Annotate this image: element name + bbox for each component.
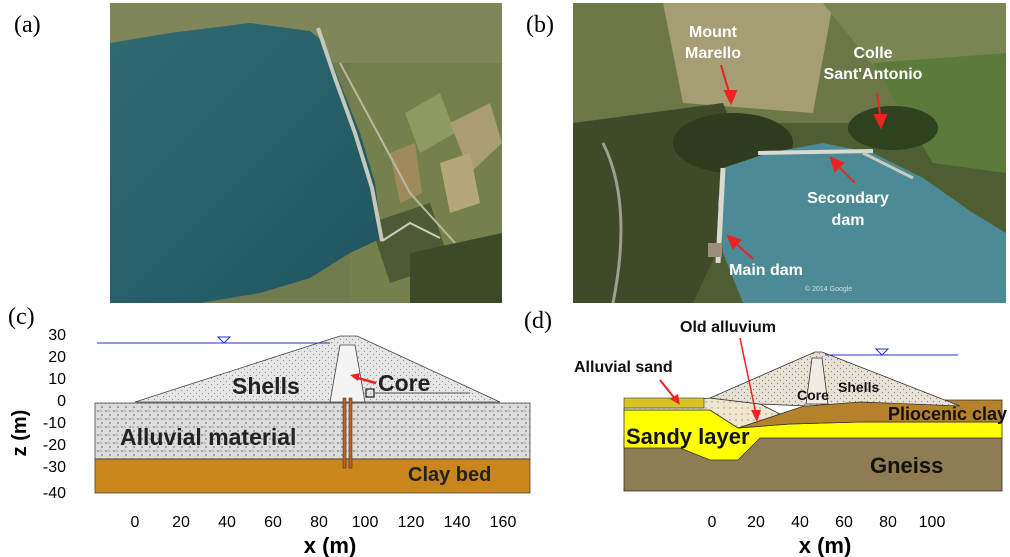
c-xtick-40: 40 <box>218 514 236 531</box>
label-shells: Shells <box>232 373 300 399</box>
panel-c-label: (c) <box>8 304 35 330</box>
c-xtick-80: 80 <box>310 514 328 531</box>
c-xtick-60: 60 <box>264 514 282 531</box>
c-ytick-20: 20 <box>48 349 66 366</box>
c-ytick-30: 30 <box>48 327 66 344</box>
dam-core <box>329 344 366 403</box>
alluvial-sand-layer <box>623 397 705 409</box>
label-marello: Marello <box>685 45 741 62</box>
c-ytick-m20: -20 <box>43 437 66 454</box>
label-secondary: Secondary <box>807 190 889 207</box>
dam-core-d <box>805 357 829 405</box>
label-pliocenic-clay: Pliocenic clay <box>888 404 1007 424</box>
c-xlabel: x (m) <box>304 533 357 557</box>
map-watermark: © 2014 Google <box>805 285 852 293</box>
c-ytick-m10: -10 <box>43 415 66 432</box>
arrow-main-head <box>726 234 742 250</box>
c-xtick-0: 0 <box>131 514 140 531</box>
dam-shells-d <box>708 351 961 407</box>
label-sandy-layer: Sandy layer <box>626 424 750 449</box>
d-xtick-60: 60 <box>835 514 853 531</box>
c-ytick-m30: -30 <box>43 459 66 476</box>
c-xtick-140: 140 <box>444 514 471 531</box>
label-alluvial-sand: Alluvial sand <box>574 359 673 376</box>
panel-d-label: (d) <box>524 308 552 334</box>
label-shells-d: Shells <box>838 379 879 395</box>
clay-bed-layer <box>94 458 531 494</box>
panel-b-label: (b) <box>526 12 554 38</box>
c-xtick-160: 160 <box>490 514 517 531</box>
d-water-marker <box>874 348 890 356</box>
label-dam: dam <box>832 212 865 229</box>
label-main-dam: Main dam <box>729 262 803 279</box>
c-xtick-120: 120 <box>398 514 425 531</box>
arrow-secondary-head <box>829 156 845 173</box>
pliocenic-clay-layer <box>737 399 1003 429</box>
arrow-mount-head <box>723 90 738 106</box>
d-xtick-0: 0 <box>708 514 717 531</box>
cross-section-c: 30 20 10 0 -10 -20 -30 -40 z (m) Shells … <box>9 327 531 557</box>
c-ytick-0: 0 <box>57 393 66 410</box>
label-sant-antonio: Sant'Antonio <box>824 66 923 83</box>
label-gneiss: Gneiss <box>870 453 943 478</box>
d-xtick-80: 80 <box>879 514 897 531</box>
d-xtick-40: 40 <box>791 514 809 531</box>
label-core-d: Core <box>797 387 829 403</box>
c-xtick-100: 100 <box>352 514 379 531</box>
aerial-photo-b: Mount Marello Colle Sant'Antonio Seconda… <box>573 3 1006 303</box>
panel-a-label: (a) <box>14 12 41 38</box>
cross-section-d: Old alluvium Alluvial sand Core Shells P… <box>574 319 1007 557</box>
d-xtick-100: 100 <box>919 514 946 531</box>
c-ytick-m40: -40 <box>43 485 66 502</box>
label-mount: Mount <box>689 24 738 41</box>
d-xlabel: x (m) <box>799 533 852 557</box>
label-core: Core <box>378 370 430 396</box>
c-water-marker <box>216 336 232 344</box>
aerial-photo-a <box>110 3 502 303</box>
alluvial-layer <box>94 402 531 460</box>
label-clay-bed: Clay bed <box>408 464 491 486</box>
label-colle: Colle <box>853 45 892 62</box>
label-alluvial-material: Alluvial material <box>120 424 296 450</box>
c-ylabel: z (m) <box>9 410 31 457</box>
arrow-colle-head <box>873 114 888 130</box>
d-xtick-20: 20 <box>747 514 765 531</box>
label-old-alluvium: Old alluvium <box>680 319 776 336</box>
c-xtick-20: 20 <box>172 514 190 531</box>
c-ytick-10: 10 <box>48 371 66 388</box>
dam-shells <box>134 335 501 403</box>
